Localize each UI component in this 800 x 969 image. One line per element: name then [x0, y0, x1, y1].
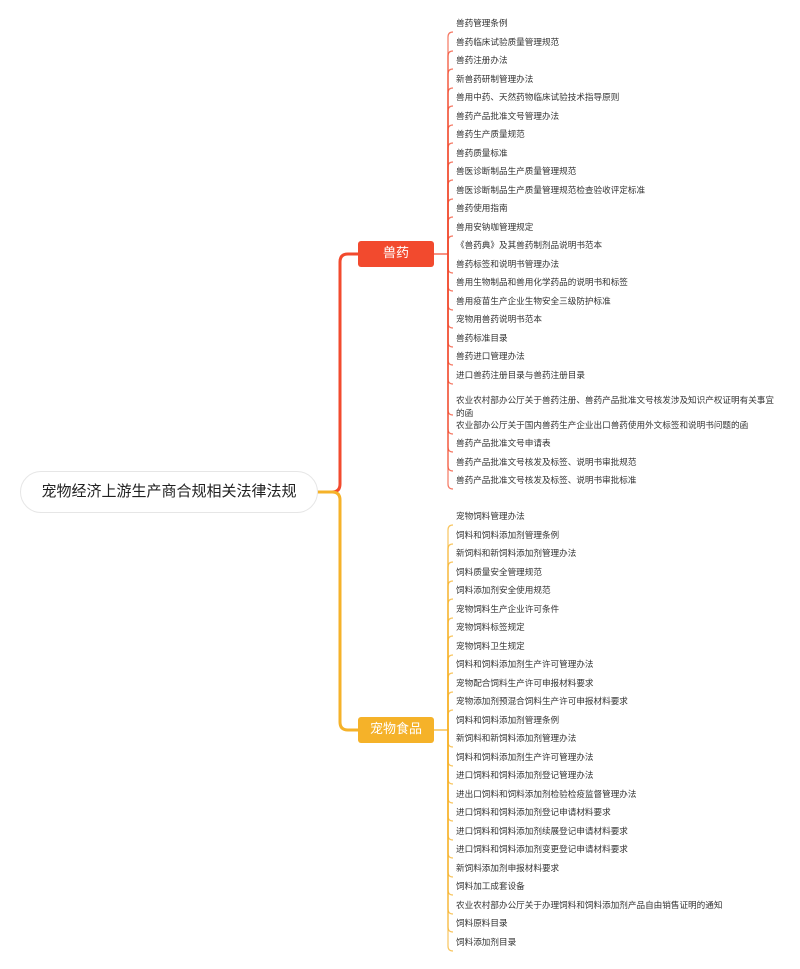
leaf-topic[interactable]: 进出口饲料和饲料添加剂检验检疫监督管理办法 [456, 790, 637, 800]
leaf-connector [447, 728, 450, 731]
leaf-topic[interactable]: 饲料和饲料添加剂管理条例 [456, 531, 560, 541]
leaf-connector [447, 524, 454, 730]
branch-topic-pet-food[interactable]: 宠物食品 [358, 717, 434, 743]
leaf-connector [447, 730, 454, 915]
leaf-topic[interactable]: 饲料和饲料添加剂生产许可管理办法 [456, 660, 594, 670]
leaf-topic[interactable]: 新饲料和新饲料添加剂管理办法 [456, 734, 577, 744]
leaf-topic[interactable]: 兽药进口管理办法 [456, 352, 525, 362]
leaf-connector [447, 617, 454, 730]
leaf-topic[interactable]: 宠物配合饲料生产许可申报材料要求 [456, 679, 594, 689]
leaf-topic[interactable]: 兽用中药、天然药物临床试验技术指导原则 [456, 93, 620, 103]
leaf-connector [447, 691, 454, 730]
leaf-connector [447, 254, 454, 490]
leaf-topic[interactable]: 兽药质量标准 [456, 149, 508, 159]
leaf-connector [447, 198, 454, 254]
leaf-topic[interactable]: 兽药注册办法 [456, 56, 508, 66]
leaf-connector [447, 598, 454, 730]
leaf-connector [447, 730, 454, 952]
leaf-topic[interactable]: 农业农村部办公厅关于办理饲料和饲料添加剂产品自由销售证明的通知 [456, 901, 723, 911]
leaf-connector [447, 142, 454, 254]
leaf-connector [447, 561, 454, 730]
leaf-topic[interactable]: 兽药临床试验质量管理规范 [456, 38, 560, 48]
leaf-connector [447, 254, 454, 311]
leaf-topic[interactable]: 进口饲料和饲料添加剂变更登记申请材料要求 [456, 845, 628, 855]
leaf-topic[interactable]: 宠物饲料标签规定 [456, 623, 525, 633]
leaf-connector [447, 730, 454, 933]
leaf-topic[interactable]: 饲料添加剂安全使用规范 [456, 586, 551, 596]
leaf-topic[interactable]: 兽药生产质量规范 [456, 130, 525, 140]
leaf-connector [447, 105, 454, 254]
leaf-topic[interactable]: 进口饲料和饲料添加剂登记管理办法 [456, 771, 594, 781]
leaf-topic[interactable]: 兽用生物制品和兽用化学药品的说明书和标签 [456, 278, 628, 288]
leaf-topic[interactable]: 兽医诊断制品生产质量管理规范检查验收评定标准 [456, 186, 646, 196]
leaf-topic[interactable]: 饲料质量安全管理规范 [456, 568, 542, 578]
leaf-connector [447, 31, 454, 254]
leaf-connector [447, 235, 454, 254]
leaf-topic[interactable]: 兽药产品批准文号管理办法 [456, 112, 560, 122]
root-topic[interactable]: 宠物经济上游生产商合规相关法律法规 [20, 471, 318, 513]
leaf-topic[interactable]: 宠物饲料卫生规定 [456, 642, 525, 652]
leaf-topic[interactable]: 兽药产品批准文号申请表 [456, 439, 551, 449]
leaf-topic[interactable]: 饲料和饲料添加剂生产许可管理办法 [456, 753, 594, 763]
leaf-connector [447, 179, 454, 254]
leaf-connector [447, 124, 454, 254]
leaf-connector [447, 50, 454, 254]
leaf-connector [447, 254, 454, 416]
leaf-topic[interactable]: 新饲料添加剂申报材料要求 [456, 864, 560, 874]
leaf-topic[interactable]: 农业部办公厅关于国内兽药生产企业出口兽药使用外文标签和说明书问题的函 [456, 421, 749, 431]
leaf-topic[interactable]: 宠物用兽药说明书范本 [456, 315, 542, 325]
leaf-topic[interactable]: 新兽药研制管理办法 [456, 75, 534, 85]
branch-connector [316, 490, 360, 732]
leaf-connector [447, 254, 454, 348]
leaf-connector [447, 254, 454, 453]
leaf-connector [447, 654, 454, 730]
leaf-topic[interactable]: 兽药标准目录 [456, 334, 508, 344]
leaf-connector [447, 730, 454, 767]
leaf-topic[interactable]: 饲料添加剂目录 [456, 938, 517, 948]
leaf-connector [447, 68, 454, 254]
leaf-topic[interactable]: 进口兽药注册目录与兽药注册目录 [456, 371, 585, 381]
leaf-connector [447, 87, 454, 254]
leaf-connector [447, 161, 454, 254]
leaf-connector [447, 672, 454, 730]
leaf-connector [447, 730, 454, 896]
leaf-topic[interactable]: 进口饲料和饲料添加剂续展登记申请材料要求 [456, 827, 628, 837]
leaf-topic[interactable]: 兽药产品批准文号核发及标签、说明书审批标准 [456, 476, 637, 486]
leaf-topic[interactable]: 饲料加工成套设备 [456, 882, 525, 892]
leaf-topic[interactable]: 兽用疫苗生产企业生物安全三级防护标准 [456, 297, 611, 307]
leaf-topic[interactable]: 宠物饲料管理办法 [456, 512, 525, 522]
leaf-topic[interactable]: 兽用安钠咖管理规定 [456, 223, 534, 233]
leaf-topic[interactable]: 兽医诊断制品生产质量管理规范 [456, 167, 577, 177]
leaf-topic[interactable]: 兽药使用指南 [456, 204, 508, 214]
leaf-topic[interactable]: 进口饲料和饲料添加剂登记申请材料要求 [456, 808, 611, 818]
branch-connector [316, 252, 360, 494]
leaf-connector [447, 216, 454, 254]
leaf-topic[interactable]: 兽药产品批准文号核发及标签、说明书审批规范 [456, 458, 637, 468]
leaf-topic[interactable]: 《兽药典》及其兽药制剂品说明书范本 [456, 241, 603, 251]
leaf-connector [447, 254, 454, 274]
leaf-topic[interactable]: 饲料和饲料添加剂管理条例 [456, 716, 560, 726]
leaf-topic[interactable]: 宠物饲料生产企业许可条件 [456, 605, 560, 615]
leaf-connector [447, 730, 454, 748]
leaf-connector [447, 543, 454, 730]
branch-topic-veterinary-drugs[interactable]: 兽药 [358, 241, 434, 267]
leaf-topic[interactable]: 饲料原料目录 [456, 919, 508, 929]
leaf-topic[interactable]: 兽药管理条例 [456, 19, 508, 29]
leaf-connector [447, 730, 454, 785]
leaf-connector [447, 709, 454, 730]
leaf-topic[interactable]: 农业农村部办公厅关于兽药注册、兽药产品批准文号核发涉及知识产权证明有关事宜的函 [456, 396, 774, 419]
leaf-connector [447, 580, 454, 730]
leaf-topic[interactable]: 新饲料和新饲料添加剂管理办法 [456, 549, 577, 559]
leaf-connector [447, 635, 454, 730]
leaf-topic[interactable]: 宠物添加剂预混合饲料生产许可申报材料要求 [456, 697, 628, 707]
leaf-topic[interactable]: 兽药标签和说明书管理办法 [456, 260, 560, 270]
